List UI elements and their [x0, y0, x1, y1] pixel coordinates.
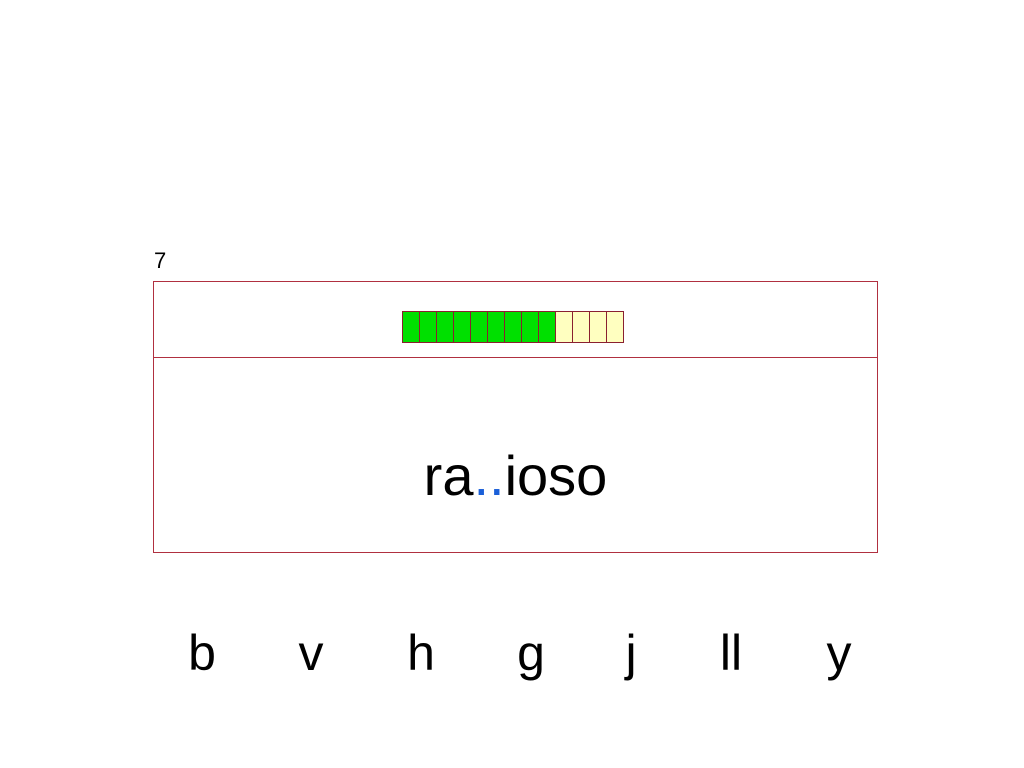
- target-word: ra..ioso: [154, 358, 877, 554]
- progress-bar: [402, 311, 624, 343]
- question-counter: 7: [154, 248, 167, 273]
- progress-area: [154, 282, 877, 358]
- progress-cell-filled: [504, 311, 522, 343]
- progress-cell-empty: [555, 311, 573, 343]
- progress-cell-filled: [453, 311, 471, 343]
- progress-cell-empty: [589, 311, 607, 343]
- progress-cell-filled: [419, 311, 437, 343]
- option-h[interactable]: h: [407, 625, 435, 681]
- progress-cell-filled: [470, 311, 488, 343]
- option-ll[interactable]: ll: [719, 625, 743, 681]
- progress-cell-empty: [572, 311, 590, 343]
- option-y[interactable]: y: [826, 625, 852, 681]
- word-gap: ..: [473, 443, 505, 507]
- exercise-card: ra..ioso: [153, 281, 878, 553]
- word-suffix: ioso: [504, 443, 608, 507]
- option-g[interactable]: g: [517, 625, 545, 681]
- progress-cell-filled: [538, 311, 556, 343]
- progress-cell-filled: [402, 311, 420, 343]
- progress-cell-filled: [436, 311, 454, 343]
- option-j[interactable]: j: [625, 625, 637, 681]
- answer-options: b v h g j ll y: [153, 618, 878, 688]
- progress-cell-filled: [487, 311, 505, 343]
- progress-cell-empty: [606, 311, 624, 343]
- option-v[interactable]: v: [298, 625, 324, 681]
- word-prefix: ra: [423, 443, 474, 507]
- progress-cell-filled: [521, 311, 539, 343]
- option-b[interactable]: b: [188, 625, 216, 681]
